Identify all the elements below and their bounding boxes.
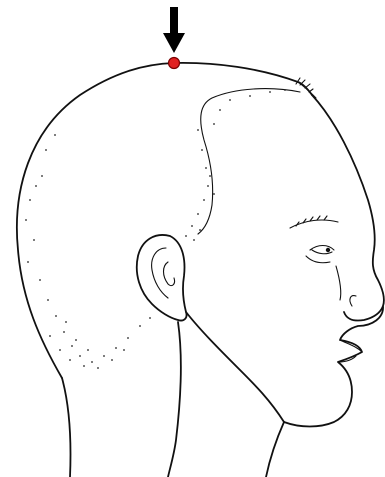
hair-tuft: [296, 78, 313, 92]
temple-hairline: [198, 89, 300, 234]
eye: [310, 246, 334, 254]
hair-stipple: [25, 89, 286, 369]
face-profile: [284, 95, 384, 427]
ear-inner: [152, 248, 175, 298]
nostril: [350, 296, 356, 306]
eye-crease: [306, 256, 330, 263]
neck-back: [62, 378, 71, 477]
down-arrow-icon: [163, 7, 185, 53]
throat: [266, 422, 284, 477]
jawline: [186, 312, 284, 422]
cheek-line: [336, 266, 341, 300]
head-outline: [17, 63, 312, 378]
pupil: [326, 248, 330, 252]
ear: [137, 235, 187, 321]
acupoint-marker-icon: [169, 58, 180, 69]
neck-front: [168, 322, 181, 477]
